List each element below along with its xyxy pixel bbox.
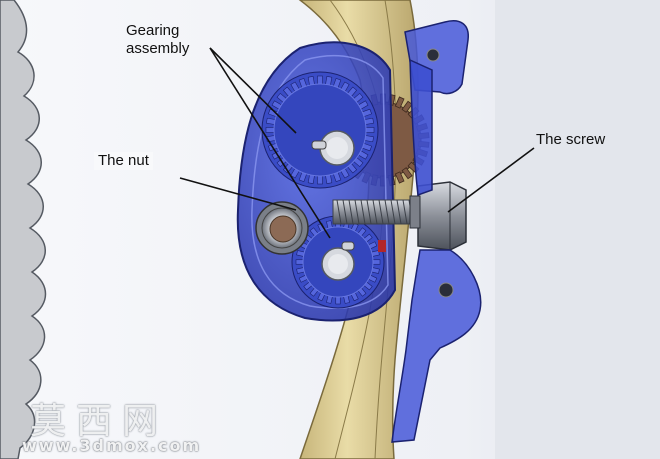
screw-thread: [360, 199, 366, 225]
nut-part: [255, 201, 309, 255]
nut-leader: [179, 177, 297, 211]
screw-thread: [354, 199, 360, 225]
lower-gear-boss-inner: [328, 254, 348, 274]
upper-gear: [261, 71, 379, 189]
gearing-leader-2: [209, 47, 331, 239]
mount-plate: [409, 58, 433, 197]
screw-part: [332, 181, 467, 251]
gearing-assembly-label: Gearing assembly: [126, 22, 190, 57]
upper-gear-boss-inner: [326, 137, 348, 159]
screw-thread: [366, 199, 372, 225]
gear-tooth: [394, 96, 405, 109]
frame-tube-inner-line-2: [374, 0, 397, 459]
screw-thread: [348, 199, 354, 225]
gear-tooth: [401, 167, 413, 180]
gearing-leader-1: [209, 47, 297, 134]
gear-tooth: [394, 171, 405, 184]
upper-circlip: [311, 140, 327, 150]
screw-thread: [372, 199, 378, 225]
top-bracket-bolt: [426, 48, 440, 62]
nut-label: The nut: [94, 152, 153, 170]
red-detail: [378, 240, 386, 252]
screw-thread: [390, 199, 396, 225]
housing-rim: [251, 54, 389, 309]
lower-bracket: [391, 249, 482, 443]
screw-thread: [378, 199, 384, 225]
background-right-panel: [495, 0, 660, 459]
screw-label: The screw: [536, 131, 606, 148]
screw-leader: [447, 147, 535, 213]
lower-bracket-bolt: [438, 282, 454, 298]
screw-thread: [342, 199, 348, 225]
screw-thread: [336, 199, 342, 225]
screw-thread: [402, 199, 408, 225]
lower-circlip: [341, 241, 355, 251]
gear-tooth: [401, 100, 413, 113]
sprocket-edge: [0, 0, 47, 459]
watermark-chinese: 莫西网: [30, 401, 169, 442]
screw-thread: [396, 199, 402, 225]
watermark-url: www.3dmox.com: [22, 436, 202, 455]
screw-thread: [384, 199, 390, 225]
